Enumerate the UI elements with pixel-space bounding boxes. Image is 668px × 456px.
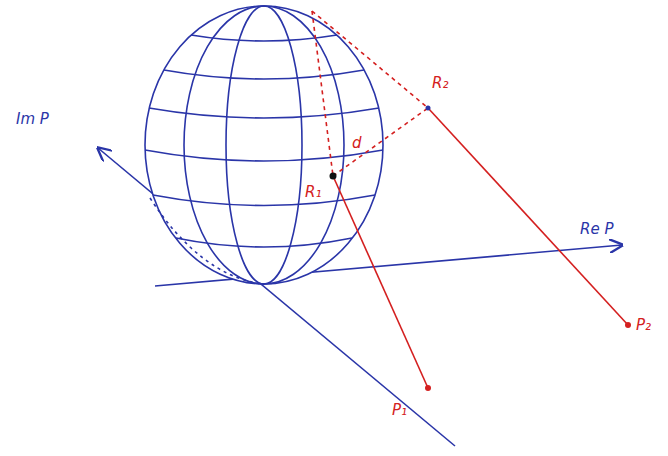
- point-label: P₁: [392, 403, 407, 418]
- point-label: R₂: [432, 76, 448, 91]
- point-label: P₂: [636, 318, 651, 333]
- point-r1: [330, 173, 337, 180]
- projection-lines: [312, 11, 628, 388]
- point-p2: [625, 322, 631, 328]
- sphere: [145, 6, 383, 284]
- distance-label: d: [352, 136, 362, 151]
- axis-label: Re P: [580, 222, 613, 237]
- axis-label: Im P: [16, 112, 49, 127]
- point-p1: [425, 385, 431, 391]
- point-r2: [426, 106, 431, 111]
- point-label: R₁: [305, 185, 321, 200]
